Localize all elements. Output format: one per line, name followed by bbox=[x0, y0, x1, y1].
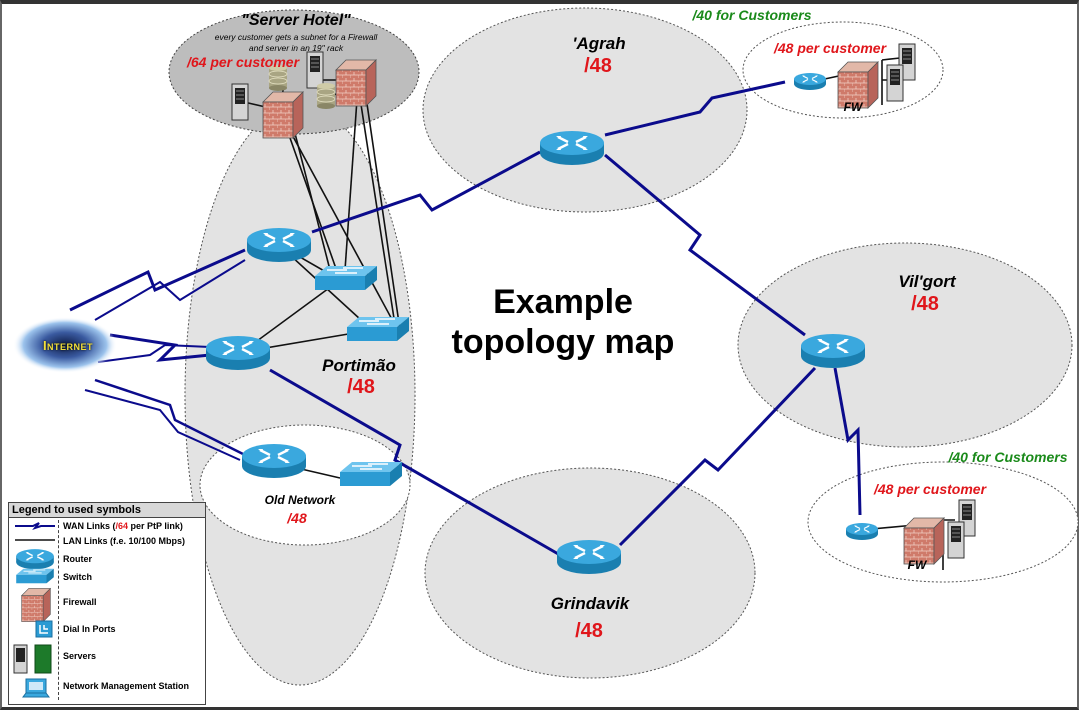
server-hotel-server-1 bbox=[231, 83, 249, 121]
server-hotel-title: "Server Hotel" bbox=[241, 12, 351, 29]
legend-item-firewall: Firewall bbox=[63, 597, 97, 607]
router-portimao-1 bbox=[245, 226, 313, 264]
server-hotel-firewall-1 bbox=[262, 91, 304, 139]
firewall-icon bbox=[21, 588, 51, 622]
customers-top-allocation: /40 for Customers bbox=[692, 7, 812, 23]
customers-bottom-allocation: /40 for Customers bbox=[948, 449, 1068, 465]
router-customer-bottom bbox=[845, 522, 879, 541]
site-name-agrah: 'Agrah bbox=[572, 34, 626, 53]
legend-separator bbox=[58, 520, 59, 700]
internet-cloud bbox=[13, 317, 117, 373]
server-customer-top-2 bbox=[886, 64, 904, 102]
router-icon bbox=[15, 548, 55, 569]
title-line-1: Example bbox=[493, 283, 633, 321]
diagram-title: Example topology map bbox=[452, 282, 675, 362]
customers-bottom-per-customer: /48 per customer bbox=[873, 481, 987, 497]
site-prefix-agrah: /48 bbox=[584, 55, 612, 77]
server-hotel-subtitle-1: every customer gets a subnet for a Firew… bbox=[214, 32, 378, 42]
server-hotel-subtitle-2: and server in an 19" rack bbox=[248, 43, 344, 53]
site-name-old-network: Old Network bbox=[264, 493, 336, 507]
wan-links bbox=[69, 80, 862, 557]
site-name-portimao: Portimão bbox=[322, 356, 396, 375]
site-name-grindavik: Grindavik bbox=[550, 594, 630, 613]
legend-item-network-management-station: Network Management Station bbox=[63, 681, 190, 691]
site-name-vilgort: Vil'gort bbox=[898, 272, 956, 291]
server-icon bbox=[13, 644, 52, 674]
server-hotel-firewall-2 bbox=[335, 59, 377, 107]
switch-portimao-2 bbox=[346, 316, 410, 342]
nms-icon bbox=[22, 678, 50, 698]
internet-label: Internet bbox=[42, 338, 94, 353]
site-prefix-vilgort: /48 bbox=[911, 293, 939, 315]
customers-bottom-fw-label: FW bbox=[907, 558, 927, 572]
title-line-2: topology map bbox=[451, 323, 675, 361]
server-hotel-storage-2 bbox=[316, 82, 336, 110]
server-hotel-server-2 bbox=[306, 51, 324, 89]
legend-item-router: Router bbox=[63, 554, 92, 564]
dial-in-icon bbox=[35, 620, 53, 638]
site-prefix-old-network: /48 bbox=[287, 510, 307, 526]
site-prefix-grindavik: /48 bbox=[575, 620, 603, 642]
router-old-network bbox=[240, 442, 308, 480]
legend-item-lan-links: LAN Links (f.e. 10/100 Mbps) bbox=[63, 536, 186, 546]
customers-top-per-customer: /48 per customer bbox=[773, 40, 887, 56]
legend: Legend to used symbols WAN Links (/64 pe… bbox=[8, 502, 206, 705]
region-vilgort bbox=[737, 242, 1073, 448]
legend-item-dial-in-ports: Dial In Ports bbox=[63, 624, 116, 634]
router-grindavik bbox=[555, 538, 623, 576]
customers-top-fw-label: FW bbox=[843, 100, 863, 114]
lan-link-icon bbox=[15, 539, 55, 541]
wan-link-icon bbox=[15, 522, 55, 531]
router-customer-top bbox=[793, 72, 827, 91]
router-vilgort bbox=[799, 332, 867, 370]
site-prefix-portimao: /48 bbox=[347, 376, 375, 398]
region-agrah bbox=[422, 7, 748, 213]
switch-icon bbox=[15, 568, 55, 584]
switch-portimao-1 bbox=[314, 265, 378, 291]
legend-item-wan-links: WAN Links (/64 per PtP link) bbox=[63, 521, 183, 531]
legend-item-servers: Servers bbox=[63, 651, 97, 661]
router-portimao-2 bbox=[204, 334, 272, 372]
legend-item-switch: Switch bbox=[63, 572, 93, 582]
switch-old-network bbox=[339, 461, 403, 487]
legend-heading: Legend to used symbols bbox=[9, 503, 205, 518]
server-hotel-prefix: /64 per customer bbox=[186, 54, 300, 70]
server-customer-bottom-2 bbox=[947, 521, 965, 559]
router-agrah bbox=[538, 129, 606, 167]
